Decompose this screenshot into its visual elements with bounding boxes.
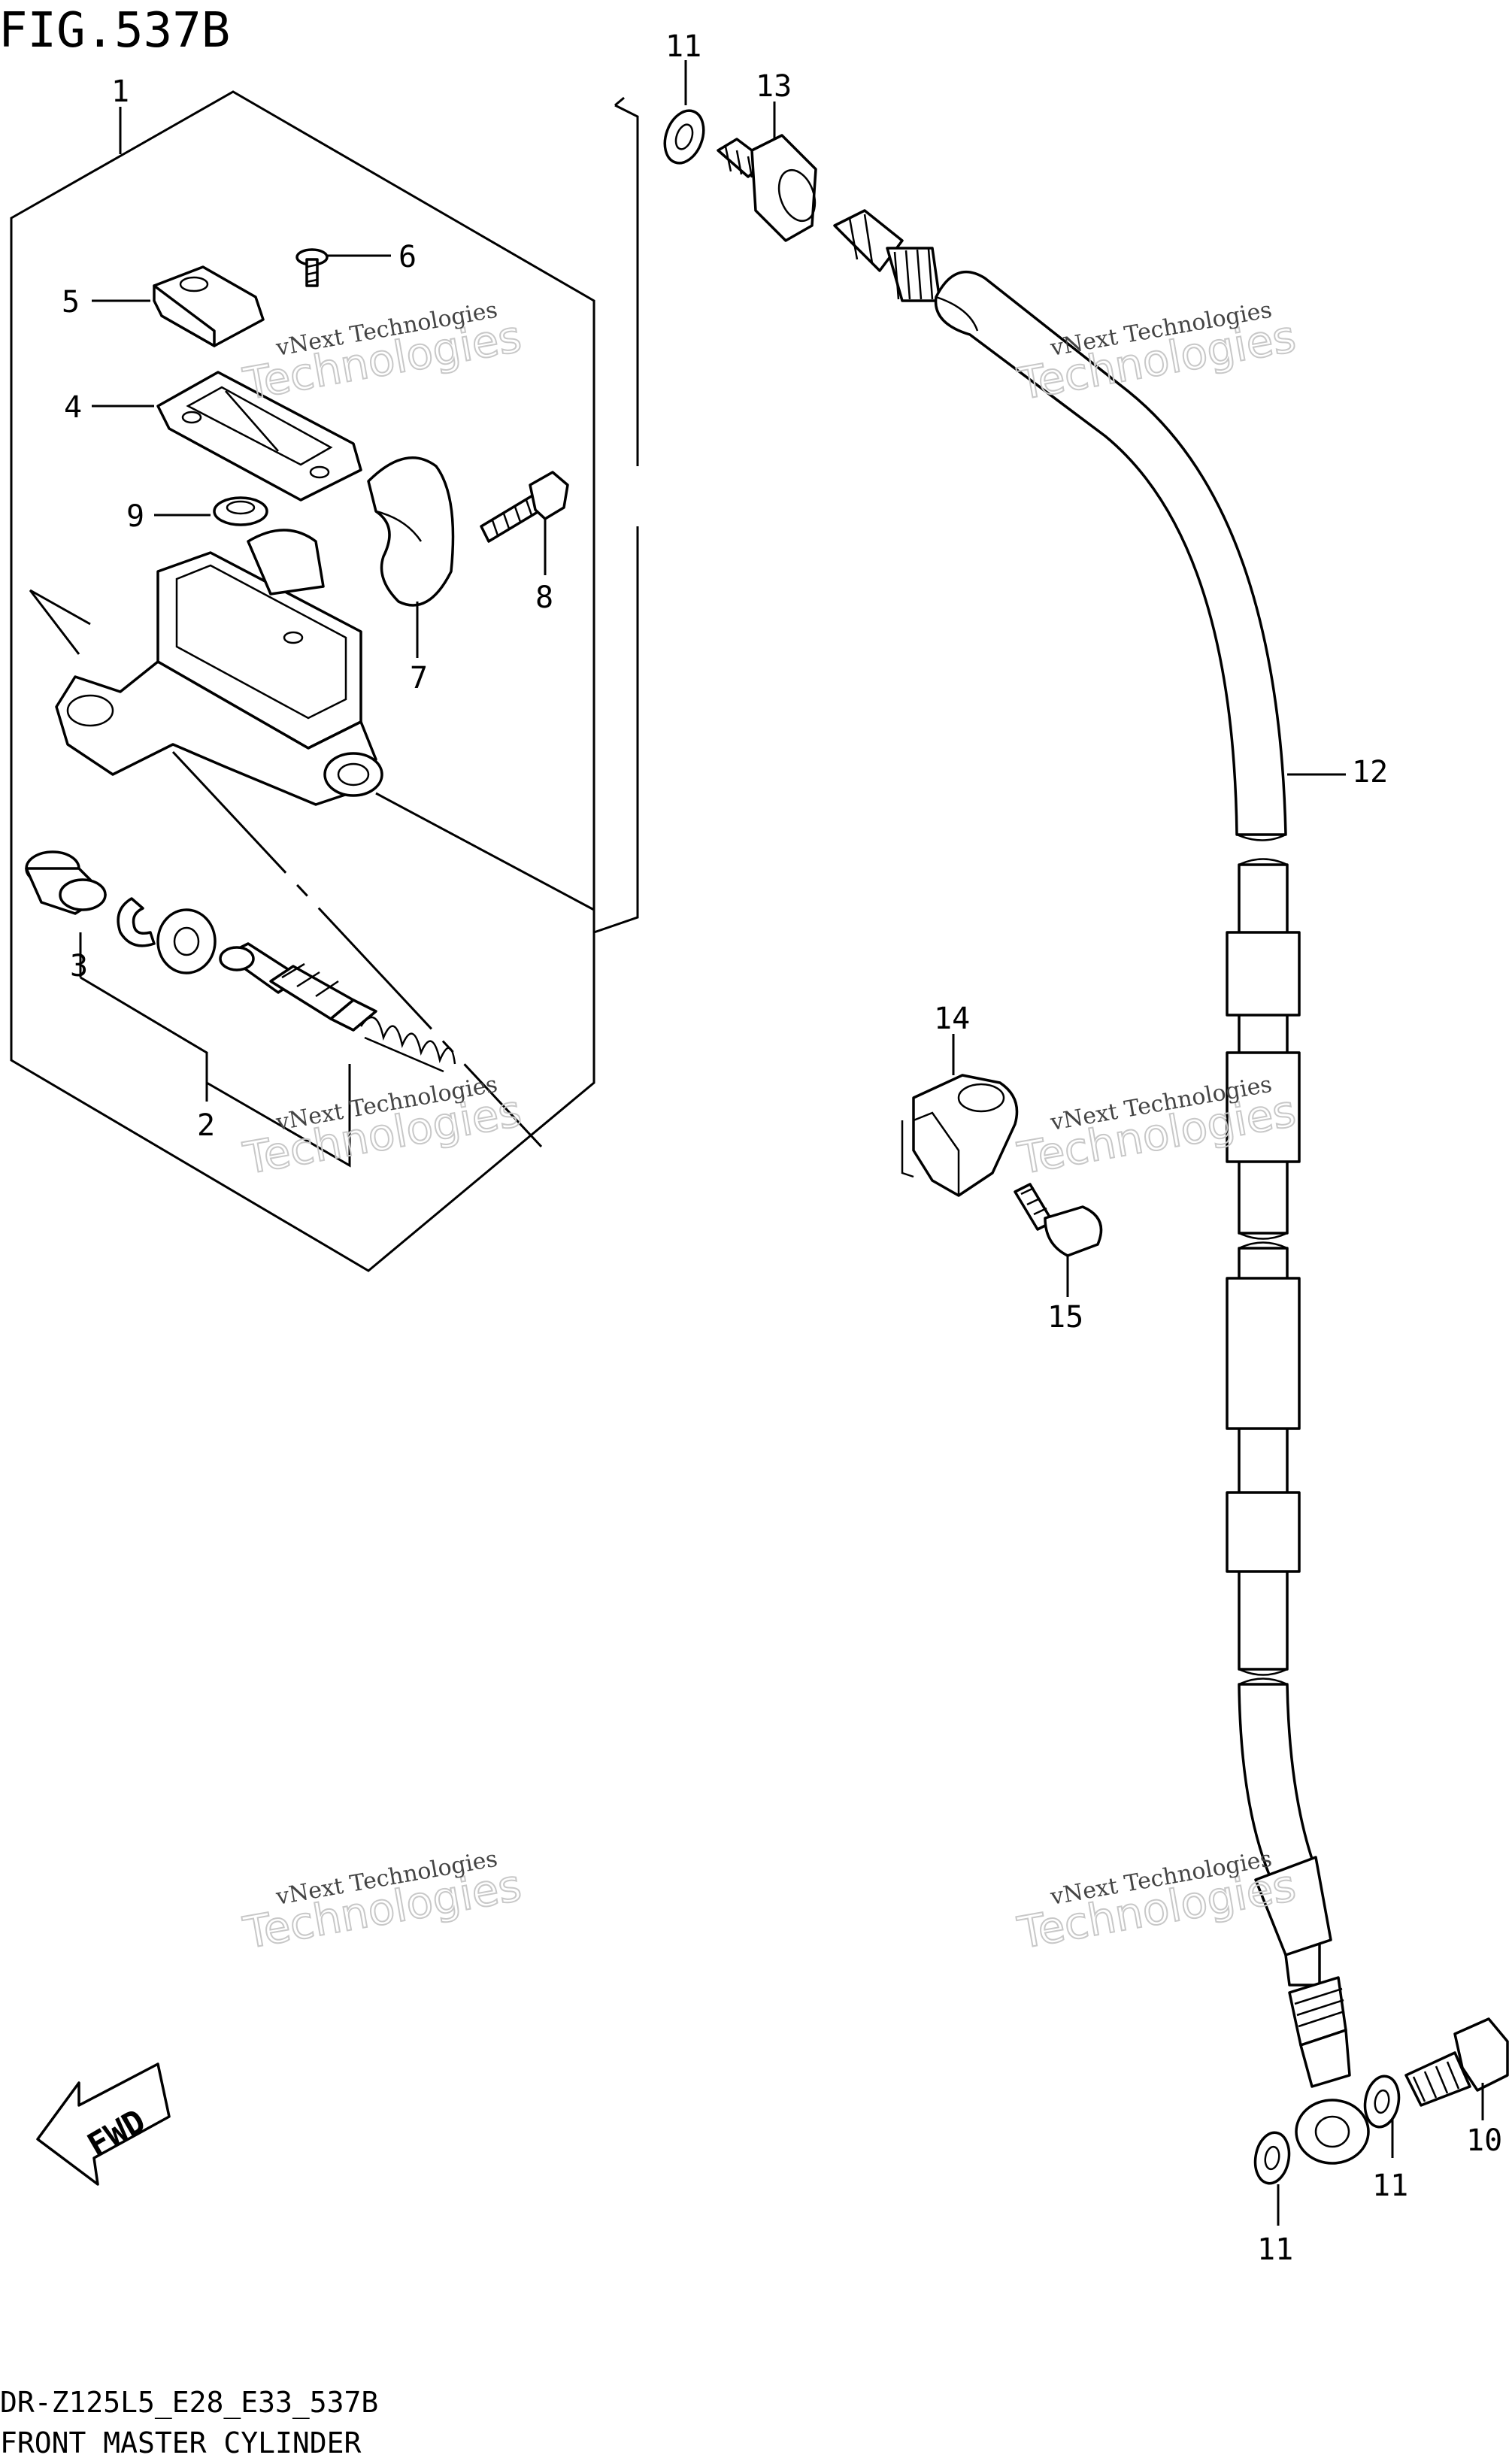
callout-12: 12 — [1352, 755, 1388, 790]
fwd-arrow-icon — [36, 2062, 171, 2186]
figure-title: FIG.537B — [0, 3, 230, 59]
watermark-3: Technologies vNext Technologies — [238, 1071, 526, 1185]
connection-bracket — [593, 104, 639, 934]
callout-2: 2 — [197, 1108, 215, 1143]
explode-line-bottom — [171, 750, 543, 1148]
callout-13: 13 — [756, 69, 792, 104]
callout-5: 5 — [62, 285, 80, 320]
callout-14: 14 — [934, 1002, 970, 1036]
callout-7: 7 — [410, 661, 428, 696]
spring-part — [359, 1016, 456, 1073]
boot-part — [25, 850, 107, 915]
reservoir-cap-part — [153, 265, 265, 347]
callout-9: 9 — [126, 499, 144, 534]
callout-15: 15 — [1047, 1300, 1083, 1335]
clamp-bolt-part — [480, 471, 569, 543]
master-cylinder-body — [55, 529, 383, 806]
watermark-2: Technologies vNext Technologies — [1013, 297, 1300, 411]
explode-line-left — [29, 589, 91, 655]
callout-11-top: 11 — [665, 29, 701, 64]
guide-bolt-part — [1014, 1183, 1103, 1257]
callout-10: 10 — [1466, 2123, 1502, 2158]
model-code: DR-Z125L5_E28_E33_537B — [0, 2386, 378, 2420]
washer-part — [156, 908, 217, 974]
gasket-bottom-left-part — [1253, 2131, 1291, 2185]
watermark-5: Technologies vNext Technologies — [238, 1846, 526, 1959]
watermark-1: Technologies vNext Technologies — [238, 297, 526, 411]
hose-union-bolt-top-part — [717, 134, 817, 242]
hose-guide-clamp-part — [901, 1074, 1019, 1197]
gasket-top-part — [663, 109, 705, 165]
cap-seal-part — [213, 496, 268, 526]
hose-fitting-top — [833, 209, 941, 302]
piston-part — [219, 942, 377, 1032]
cap-screw-part — [295, 248, 329, 287]
diaphragm-plate-part — [156, 371, 362, 502]
circlip-part — [117, 897, 156, 947]
callout-4: 4 — [64, 390, 82, 425]
assembly-outline — [10, 90, 595, 1272]
union-bolt-bottom-part — [1404, 2017, 1509, 2107]
hose-fitting-bottom — [1288, 1976, 1370, 2165]
holder-clamp-part — [367, 456, 455, 607]
callout-11-bottom-left: 11 — [1257, 2232, 1293, 2267]
callout-11-bottom-right: 11 — [1372, 2169, 1408, 2203]
figure-caption: FRONT MASTER CYLINDER — [0, 2426, 362, 2459]
watermark-6: Technologies vNext Technologies — [1013, 1846, 1300, 1959]
brake-hose-part — [934, 271, 1332, 1987]
callout-3: 3 — [70, 949, 88, 983]
callout-6: 6 — [398, 240, 417, 274]
callout-8: 8 — [535, 580, 553, 615]
gasket-bottom-right-part — [1363, 2075, 1401, 2129]
callout-1: 1 — [111, 74, 129, 109]
explode-line-right — [375, 792, 595, 911]
connection-bracket-top — [614, 96, 625, 107]
